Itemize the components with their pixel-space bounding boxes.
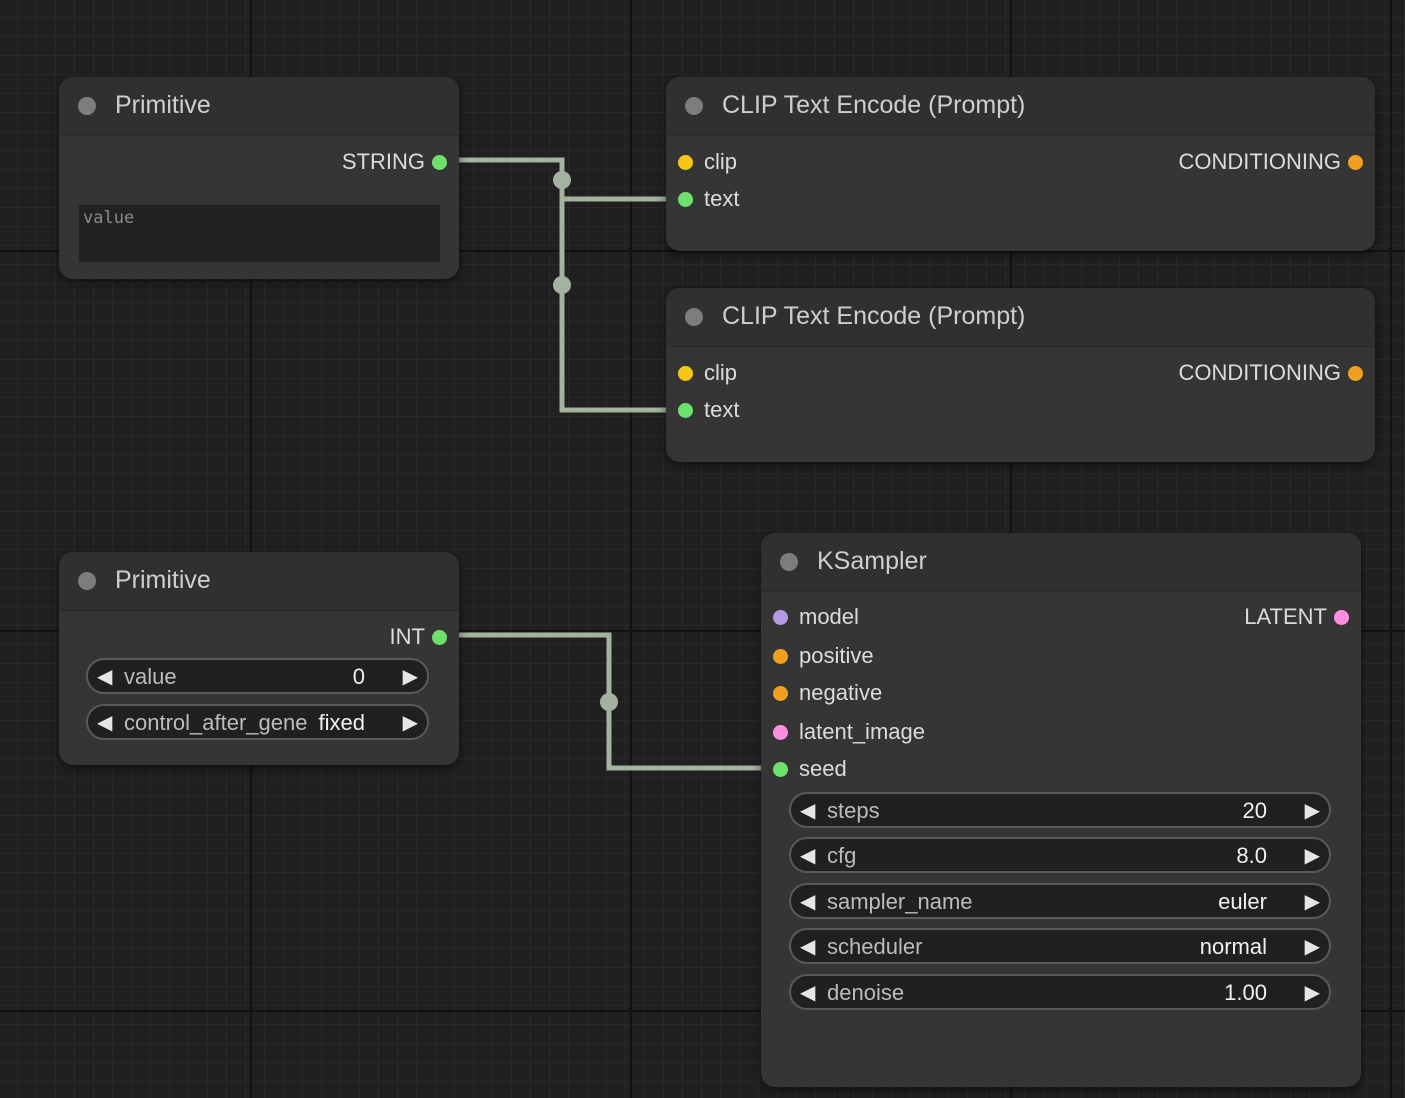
output-slot-conditioning[interactable]: CONDITIONING	[1063, 148, 1363, 178]
output-socket-icon[interactable]	[1348, 155, 1363, 170]
output-slot-string[interactable]: STRING	[147, 148, 447, 178]
link-reroute-dot[interactable]	[600, 693, 618, 711]
output-label: INT	[389, 624, 425, 649]
increment-arrow-icon[interactable]: ▶	[1304, 845, 1320, 867]
output-slot-int[interactable]: INT	[147, 623, 447, 653]
output-slot-conditioning[interactable]: CONDITIONING	[1063, 359, 1363, 389]
output-socket-icon[interactable]	[432, 630, 447, 645]
widget-sampler-name[interactable]: ◀ sampler_name euler ▶	[789, 883, 1331, 919]
widget-value-text: 20	[1242, 798, 1267, 823]
widget-denoise[interactable]: ◀ denoise 1.00 ▶	[789, 974, 1331, 1010]
node-title: CLIP Text Encode (Prompt)	[722, 302, 1026, 330]
input-label: negative	[799, 680, 883, 705]
increment-arrow-icon[interactable]: ▶	[1304, 891, 1320, 913]
link-string-to-text-2[interactable]	[559, 160, 668, 413]
node-ksampler[interactable]: KSampler model positive negative latent_…	[761, 533, 1361, 1087]
collapse-dot-icon[interactable]	[78, 572, 96, 590]
output-label: CONDITIONING	[1178, 149, 1341, 174]
collapse-dot-icon[interactable]	[78, 97, 96, 115]
decrement-arrow-icon[interactable]: ◀	[800, 936, 816, 958]
widget-steps[interactable]: ◀ steps 20 ▶	[789, 792, 1331, 828]
increment-arrow-icon[interactable]: ▶	[1304, 936, 1320, 958]
output-label: STRING	[341, 149, 425, 174]
node-primitive-int[interactable]: Primitive INT ◀ value 0 ▶ ◀ control_afte…	[59, 552, 459, 765]
widget-value-text: 1.00	[1224, 980, 1267, 1005]
node-header[interactable]: Primitive	[59, 552, 459, 611]
collapse-dot-icon[interactable]	[685, 308, 703, 326]
input-socket-icon[interactable]	[773, 649, 788, 664]
widget-name: value	[124, 664, 177, 689]
input-label: clip	[704, 149, 738, 174]
node-title: KSampler	[817, 547, 927, 575]
widget-control-after-generate[interactable]: ◀ control_after_gene fixed ▶	[86, 704, 429, 740]
input-socket-icon[interactable]	[678, 192, 693, 207]
decrement-arrow-icon[interactable]: ◀	[800, 891, 816, 913]
node-title: Primitive	[115, 566, 211, 594]
widget-name: cfg	[827, 843, 857, 868]
value-textarea[interactable]: value	[79, 205, 440, 262]
input-label: latent_image	[799, 719, 925, 744]
input-label: text	[704, 186, 740, 211]
node-header[interactable]: CLIP Text Encode (Prompt)	[666, 288, 1375, 347]
widget-name: denoise	[827, 980, 905, 1005]
widget-name: steps	[827, 798, 880, 823]
decrement-arrow-icon[interactable]: ◀	[97, 666, 113, 688]
widget-name: control_after_gene	[124, 710, 308, 735]
node-clip-text-encode-2[interactable]: CLIP Text Encode (Prompt) clip text COND…	[666, 288, 1375, 462]
input-socket-icon[interactable]	[773, 610, 788, 625]
input-socket-icon[interactable]	[678, 366, 693, 381]
input-socket-icon[interactable]	[678, 403, 693, 418]
widget-value-text: 0	[352, 664, 365, 689]
output-slot-latent[interactable]: LATENT	[1049, 603, 1349, 633]
output-socket-icon[interactable]	[1334, 610, 1349, 625]
widget-value-text: 8.0	[1236, 843, 1267, 868]
widget-name: sampler_name	[827, 889, 973, 914]
widget-cfg[interactable]: ◀ cfg 8.0 ▶	[789, 837, 1331, 873]
increment-arrow-icon[interactable]: ▶	[402, 666, 418, 688]
output-socket-icon[interactable]	[1348, 366, 1363, 381]
input-label: text	[704, 397, 740, 422]
decrement-arrow-icon[interactable]: ◀	[800, 982, 816, 1004]
input-label: model	[799, 604, 859, 629]
node-clip-text-encode-1[interactable]: CLIP Text Encode (Prompt) clip text COND…	[666, 77, 1375, 251]
node-title: Primitive	[115, 91, 211, 119]
collapse-dot-icon[interactable]	[685, 97, 703, 115]
widget-scheduler[interactable]: ◀ scheduler normal ▶	[789, 928, 1331, 964]
input-socket-icon[interactable]	[773, 762, 788, 777]
increment-arrow-icon[interactable]: ▶	[1304, 800, 1320, 822]
input-socket-icon[interactable]	[678, 155, 693, 170]
widget-value-text: normal	[1199, 934, 1267, 959]
collapse-dot-icon[interactable]	[780, 553, 798, 571]
decrement-arrow-icon[interactable]: ◀	[800, 845, 816, 867]
output-label: LATENT	[1244, 604, 1327, 629]
widget-value-text: euler	[1218, 889, 1267, 914]
increment-arrow-icon[interactable]: ▶	[402, 712, 418, 734]
input-label: seed	[799, 756, 847, 781]
node-primitive-string[interactable]: Primitive STRING value	[59, 77, 459, 279]
input-socket-icon[interactable]	[773, 686, 788, 701]
decrement-arrow-icon[interactable]: ◀	[800, 800, 816, 822]
increment-arrow-icon[interactable]: ▶	[1304, 982, 1320, 1004]
widget-value-text: fixed	[318, 710, 365, 735]
textarea-placeholder: value	[83, 208, 135, 228]
input-socket-icon[interactable]	[773, 725, 788, 740]
output-label: CONDITIONING	[1178, 360, 1341, 385]
input-label: clip	[704, 360, 738, 385]
input-label: positive	[799, 643, 874, 668]
node-header[interactable]: CLIP Text Encode (Prompt)	[666, 77, 1375, 136]
link-reroute-dot[interactable]	[553, 276, 571, 294]
widget-value[interactable]: ◀ value 0 ▶	[86, 658, 429, 694]
node-header[interactable]: Primitive	[59, 77, 459, 136]
node-title: CLIP Text Encode (Prompt)	[722, 91, 1026, 119]
decrement-arrow-icon[interactable]: ◀	[97, 712, 113, 734]
output-socket-icon[interactable]	[432, 155, 447, 170]
link-reroute-dot[interactable]	[553, 171, 571, 189]
widget-name: scheduler	[827, 934, 923, 959]
node-header[interactable]: KSampler	[761, 533, 1361, 592]
